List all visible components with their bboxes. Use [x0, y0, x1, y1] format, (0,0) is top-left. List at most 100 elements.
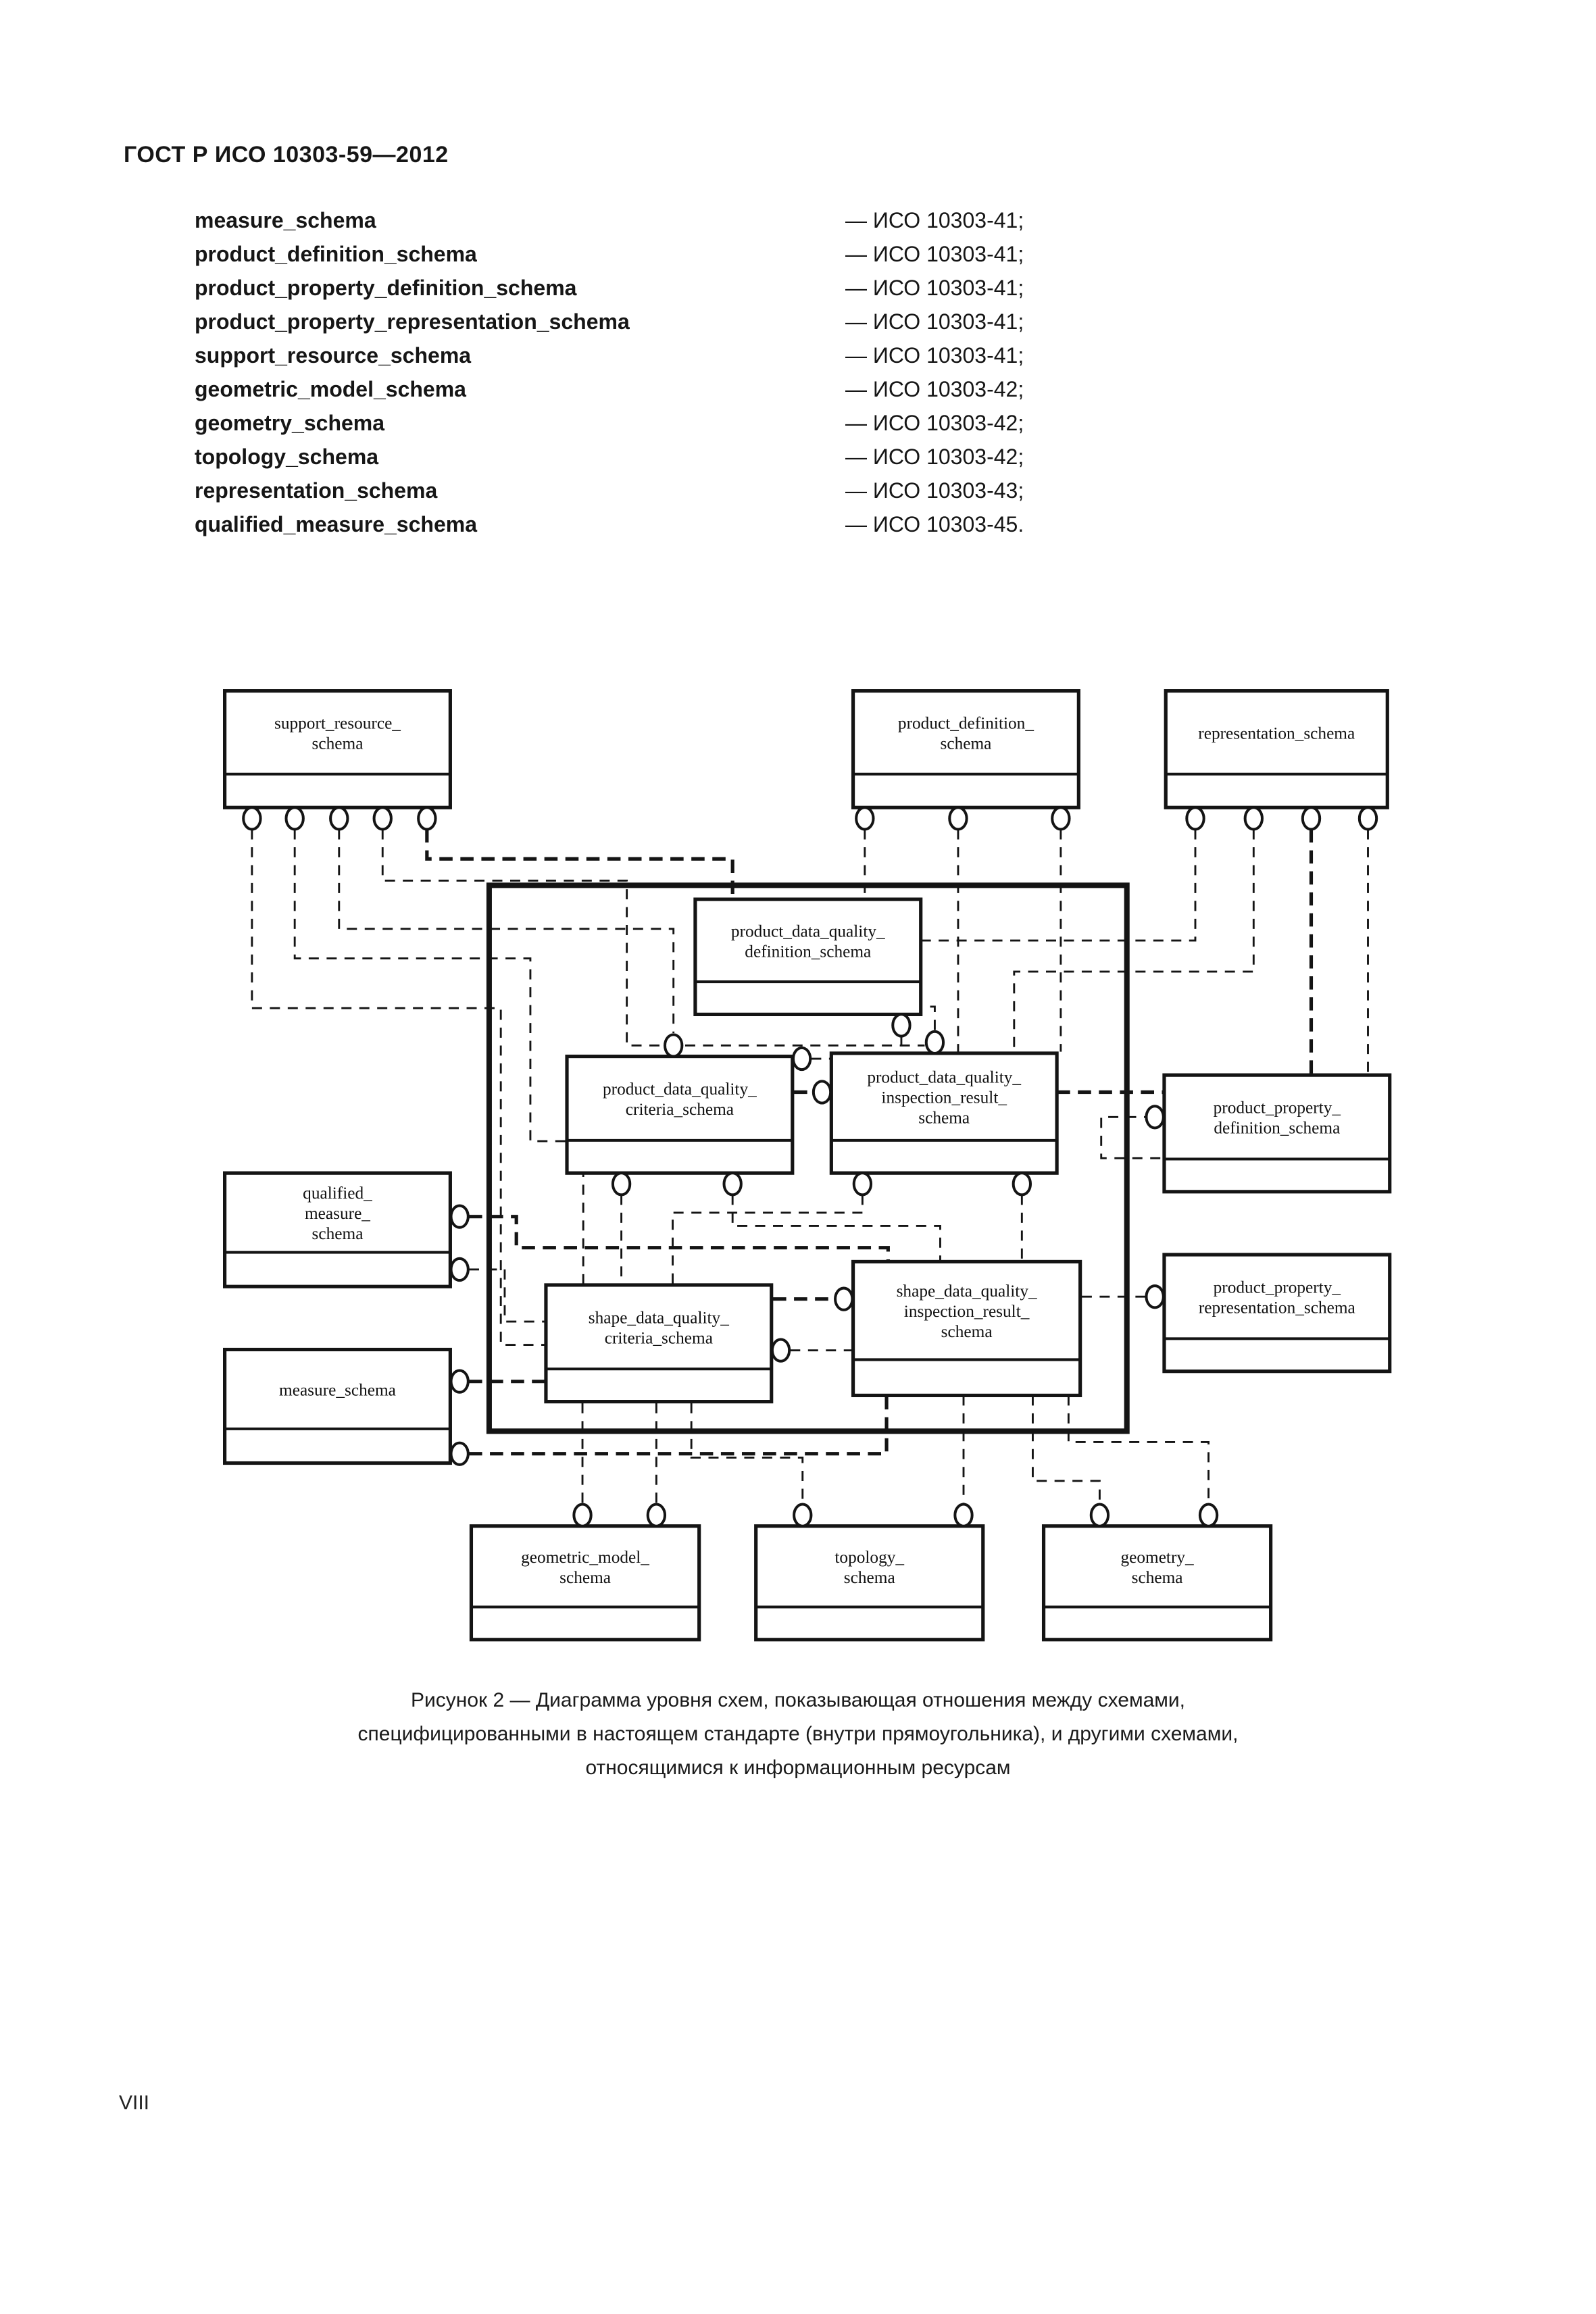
- schema-name: product_definition_schema: [195, 242, 477, 266]
- schema-box-outline: [565, 1054, 795, 1175]
- connector-circle: [812, 1080, 832, 1105]
- schema-box-label-line: product_data_quality_: [603, 1080, 757, 1099]
- connector-circle: [449, 1257, 470, 1282]
- connector-line: [338, 829, 675, 1034]
- connector-circle: [852, 1172, 873, 1197]
- schema-box-label-line: geometric_model_: [521, 1548, 649, 1567]
- schema-box-qualified-measure-schema: qualified_measure_schema: [223, 1171, 452, 1288]
- schema-box-outline: [851, 1259, 1082, 1397]
- connector-circle: [372, 806, 393, 831]
- schema-box-outline: [223, 1171, 452, 1288]
- schema-box-label: measure_schema: [279, 1380, 396, 1399]
- schema-name: representation_schema: [195, 478, 438, 503]
- schema-box-label-line: schema: [1132, 1568, 1183, 1587]
- schema-list-row: product_property_definition_schema — ИСО …: [195, 276, 1024, 309]
- schema-iso-reference: — ИСО 10303-41;: [845, 208, 1024, 232]
- connector-circle: [791, 1046, 812, 1072]
- connector-circle: [1145, 1105, 1165, 1130]
- connector-circle: [449, 1369, 470, 1394]
- schema-list-row: geometry_schema— ИСО 10303-42;: [195, 411, 1024, 445]
- figure-caption-line-2: специфицированными в настоящем стандарте…: [357, 1723, 1239, 1745]
- connector-circle: [1357, 806, 1378, 831]
- connector-circle: [449, 1204, 470, 1229]
- schema-box-label-line: representation_schema: [1199, 1298, 1355, 1317]
- connector-circle: [953, 1503, 974, 1528]
- schema-box-label-line: product_data_quality_: [867, 1068, 1021, 1087]
- connector-line: [1067, 1395, 1210, 1505]
- figure-caption: Рисунок 2 — Диаграмма уровня схем, показ…: [0, 1684, 1596, 1785]
- schema-box-label-line: criteria_schema: [626, 1100, 734, 1119]
- schema-box-product-data-quality-criteria-schema: product_data_quality_criteria_schema: [565, 1054, 795, 1175]
- schema-name: product_property_representation_schema: [195, 309, 630, 334]
- connector-circle: [948, 806, 968, 831]
- schema-name: product_property_definition_schema: [195, 276, 577, 300]
- schema-box-outline: [223, 1347, 452, 1465]
- schema-box-label: product_data_quality_criteria_schema: [603, 1080, 757, 1119]
- schema-box-representation-schema: representation_schema: [1164, 689, 1389, 809]
- connector-circle: [793, 1503, 813, 1528]
- connector-line: [922, 1005, 936, 1030]
- schema-iso-reference: — ИСО 10303-42;: [845, 377, 1024, 401]
- schema-name: measure_schema: [195, 208, 376, 232]
- connector-line: [731, 1194, 941, 1262]
- schema-box-label-line: measure_: [305, 1204, 370, 1223]
- schema-box-label-line: product_property_: [1214, 1278, 1341, 1297]
- schema-list-row: qualified_measure_schema— ИСО 10303-45.: [195, 512, 1024, 546]
- schema-box-label: topology_schema: [834, 1548, 904, 1587]
- connector-circle: [855, 806, 875, 831]
- schema-box-outline: [1041, 1524, 1273, 1642]
- connector-circle: [1198, 1503, 1219, 1528]
- schema-box-label: product_property_definition_schema: [1214, 1099, 1341, 1138]
- schema-box-shape-data-quality-criteria-schema: shape_data_quality_criteria_schema: [544, 1283, 774, 1404]
- document-header-title: ГОСТ Р ИСО 10303-59—2012: [124, 142, 449, 168]
- schema-box-label: shape_data_quality_inspection_result_sch…: [897, 1282, 1037, 1341]
- schema-name: support_resource_schema: [195, 343, 472, 368]
- connector-circle: [572, 1503, 593, 1528]
- schema-box-outline: [1164, 689, 1389, 809]
- connector-line: [251, 829, 545, 1347]
- schema-box-label: qualified_measure_schema: [303, 1184, 372, 1243]
- schema-iso-reference: — ИСО 10303-41;: [845, 242, 1024, 266]
- connector-circle: [722, 1172, 743, 1197]
- schema-box-product-property-representation-schema: product_property_representation_schema: [1162, 1253, 1392, 1374]
- connector-circle: [664, 1033, 684, 1058]
- schema-box-shape-data-quality-inspection-result-schema: shape_data_quality_inspection_result_sch…: [851, 1259, 1082, 1397]
- connector-circle: [770, 1338, 791, 1363]
- schema-box-label: representation_schema: [1198, 724, 1355, 743]
- connector-circle: [1089, 1503, 1110, 1528]
- schema-list-row: product_property_representation_schema — …: [195, 309, 1024, 343]
- schema-box-product-definition-schema: product_definition_schema: [851, 689, 1080, 809]
- schema-box-label-line: qualified_: [303, 1184, 372, 1203]
- schema-box-outline: [851, 689, 1080, 809]
- schema-box-outline: [829, 1051, 1059, 1175]
- schema-iso-reference: — ИСО 10303-41;: [845, 276, 1024, 300]
- schema-box-label-line: inspection_result_: [881, 1088, 1007, 1107]
- schema-box-geometry-schema: geometry_schema: [1041, 1524, 1273, 1642]
- schema-name: topology_schema: [195, 445, 379, 469]
- schema-box-outline: [693, 897, 923, 1017]
- connector-line: [468, 1215, 890, 1262]
- schema-iso-reference: — ИСО 10303-42;: [845, 445, 1024, 469]
- schema-name: geometry_schema: [195, 411, 385, 435]
- schema-box-label: geometry_schema: [1120, 1548, 1194, 1587]
- schema-list-row: support_resource_schema— ИСО 10303-41;: [195, 343, 1024, 377]
- schema-box-label-line: shape_data_quality_: [897, 1282, 1037, 1301]
- figure-caption-line-1: Рисунок 2 — Диаграмма уровня схем, показ…: [411, 1689, 1185, 1711]
- schema-box-topology-schema: topology_schema: [754, 1524, 985, 1642]
- schema-iso-reference: — ИСО 10303-43;: [845, 478, 1024, 503]
- connector-circle: [1051, 806, 1071, 831]
- schema-box-label-line: schema: [941, 734, 992, 753]
- schema-box-label: product_definition_schema: [898, 713, 1034, 753]
- schema-list-row: representation_schema — ИСО 10303-43;: [195, 478, 1024, 512]
- connector-circle: [924, 1030, 945, 1055]
- schema-box-label: product_data_quality_definition_schema: [731, 922, 885, 961]
- schema-box-label-line: schema: [941, 1322, 993, 1341]
- schema-box-product-data-quality-definition-schema: product_data_quality_definition_schema: [693, 897, 923, 1017]
- schema-iso-reference: — ИСО 10303-41;: [845, 309, 1024, 334]
- connector-circle: [834, 1286, 854, 1311]
- page-number: VIII: [119, 2092, 150, 2114]
- connector-line: [1031, 1395, 1101, 1505]
- schema-box-label-line: measure_schema: [279, 1380, 396, 1399]
- schema-box-label-line: topology_: [834, 1548, 904, 1567]
- schema-box-outline: [1162, 1253, 1392, 1374]
